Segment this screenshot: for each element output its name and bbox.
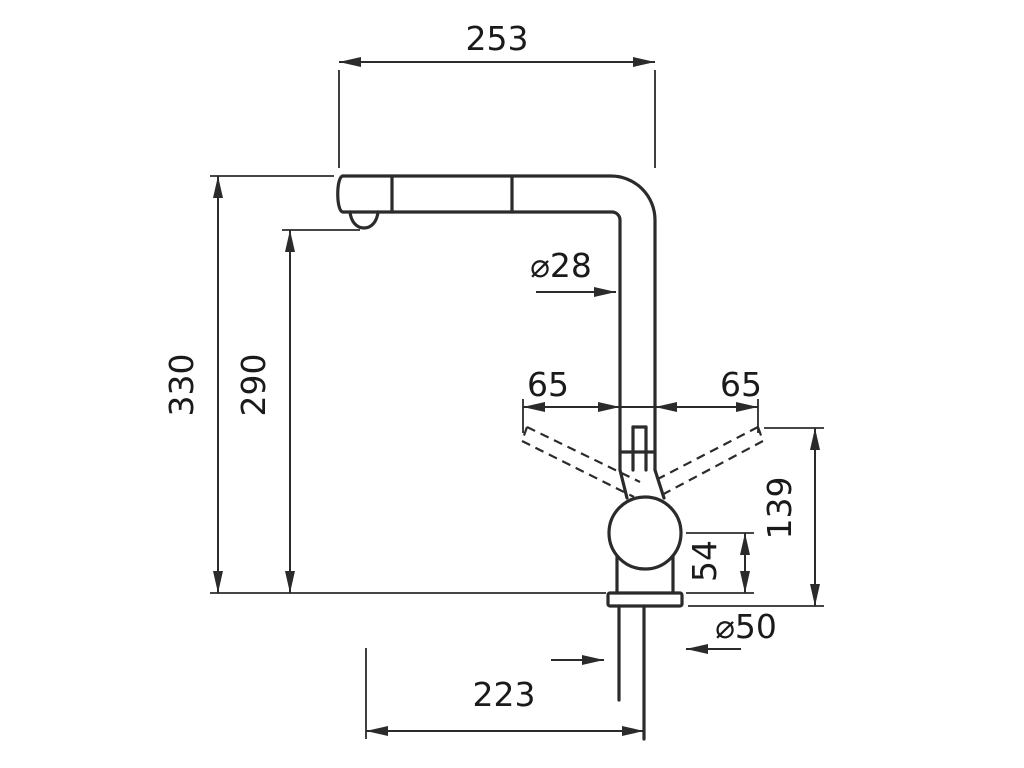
faucet-outline: [336, 174, 684, 741]
handle-swing-dashed-lines: [520, 426, 765, 498]
dim-label-total-height: 330: [162, 354, 201, 417]
dim-label-spout-underside-height: 290: [234, 354, 273, 417]
dimension-labels: 253 ⌀28 65 65 330 290 139 54 ⌀50 223: [162, 19, 799, 714]
handle-left-position-upper: [526, 426, 641, 483]
handle-left-position-lower: [521, 440, 635, 498]
dim-label-tube-diameter: ⌀28: [530, 246, 592, 285]
dim-label-base-diameter: ⌀50: [715, 607, 777, 646]
handle-right-position-upper: [651, 426, 759, 483]
spray-head-bump: [348, 210, 380, 230]
spout-outer-edge: [341, 174, 657, 472]
dim-label-handle-tip-height: 139: [760, 477, 799, 540]
spout-inner-edge: [341, 210, 622, 472]
neck-right: [653, 468, 666, 500]
valve-sphere: [607, 495, 683, 571]
dim-label-handle-swing-right: 65: [720, 365, 762, 404]
dim-label-valve-center-height: 54: [685, 540, 724, 582]
neck-left: [618, 468, 629, 500]
extension-lines: [210, 70, 824, 739]
dim-label-spout-reach: 223: [473, 675, 536, 714]
dimension-lines: [213, 57, 820, 736]
handle-right-position-lower: [657, 440, 764, 498]
base-flange: [606, 591, 684, 608]
spray-head-end-cap: [336, 174, 345, 214]
dim-label-handle-swing-left: 65: [527, 365, 569, 404]
dim-label-spout-span: 253: [466, 19, 529, 58]
handle-left-position-tip: [520, 426, 529, 442]
